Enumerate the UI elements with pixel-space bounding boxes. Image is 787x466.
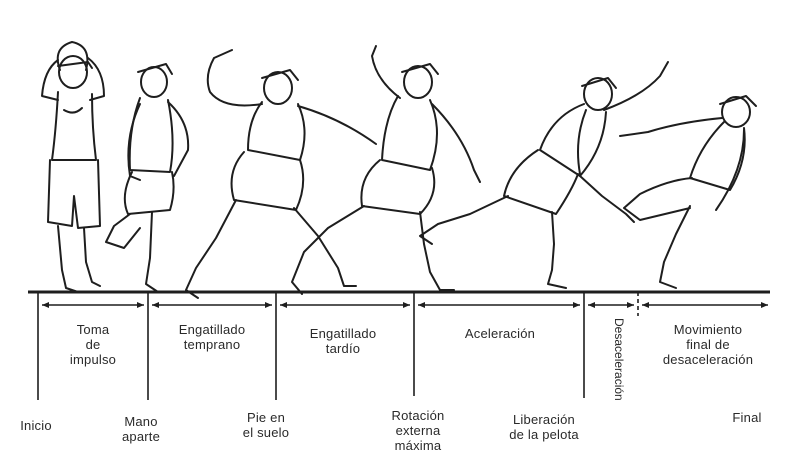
event-label-final: Final <box>722 410 772 425</box>
event-label-liberacion: Liberación de la pelota <box>494 412 594 442</box>
event-label-mano-aparte: Mano aparte <box>106 414 176 444</box>
phase-arrows <box>42 302 768 308</box>
phase-label-toma: Toma de impulso <box>52 322 134 367</box>
phase-label-desaceleracion: Desaceleración <box>612 318 626 401</box>
event-label-inicio: Inicio <box>12 418 60 433</box>
event-label-rotacion: Rotación externa máxima <box>378 408 458 453</box>
phase-label-eng-tardio: Engatillado tardío <box>280 326 406 356</box>
phase-label-final-desac: Movimiento final de desaceleración <box>646 322 770 367</box>
phase-label-aceleracion: Aceleración <box>420 326 580 341</box>
phase-label-eng-temprano: Engatillado temprano <box>150 322 274 352</box>
event-label-pie-suelo: Pie en el suelo <box>228 410 304 440</box>
